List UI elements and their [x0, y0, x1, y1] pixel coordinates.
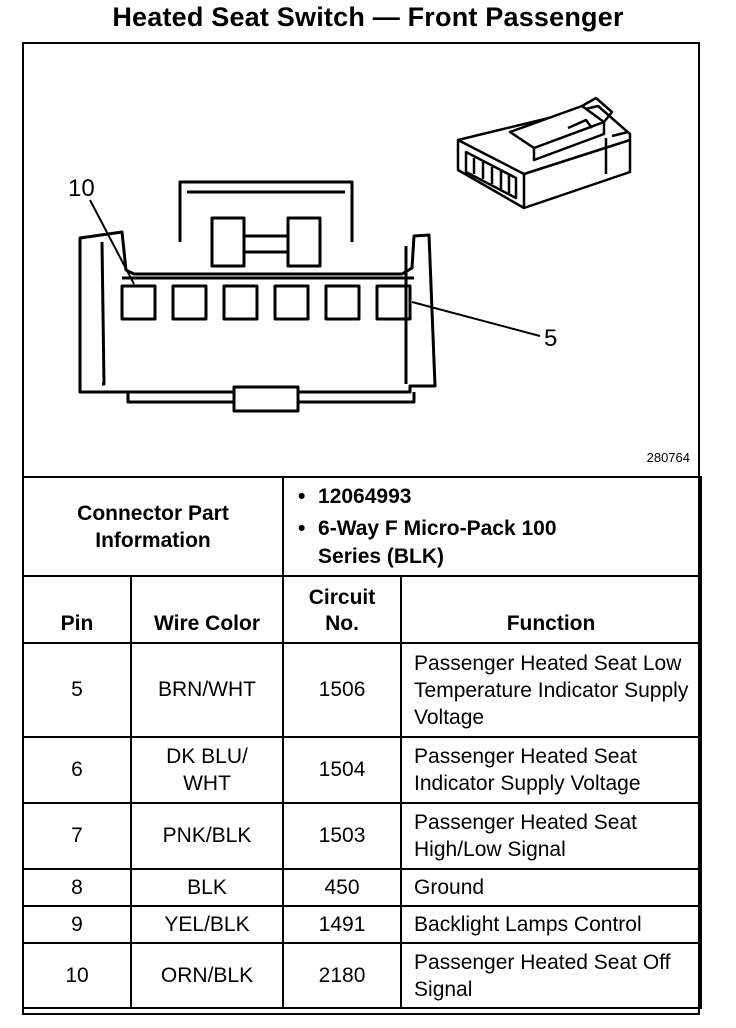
page-title: Heated Seat Switch — Front Passenger — [112, 2, 624, 32]
wire-color-cell: BRN/WHT — [129, 642, 285, 738]
wire-color-cell: BLK — [129, 868, 285, 907]
wire-color-cell: DK BLU/ WHT — [129, 736, 285, 804]
wire-color-cell: PNK/BLK — [129, 802, 285, 870]
pin-cell: 5 — [22, 642, 132, 738]
pin-cell: 9 — [22, 905, 132, 944]
function-cell: Passenger Heated Seat Indicator Supply V… — [400, 736, 703, 804]
connector-info-item: •6-Way F Micro-Pack 100 Series (BLK) — [298, 516, 557, 568]
table-row: 7 PNK/BLK 1503 Passenger Heated Seat Hig… — [22, 802, 703, 870]
pin-cell: 7 — [22, 802, 132, 870]
wire-color-cell: YEL/BLK — [129, 905, 285, 944]
connector-info-list: •12064993 •6-Way F Micro-Pack 100 Series… — [282, 476, 703, 577]
function-cell: Passenger Heated Seat Off Signal — [400, 942, 703, 1009]
circuit-cell: 1506 — [282, 642, 403, 738]
function-cell: Passenger Heated Seat Low Temperature In… — [400, 642, 703, 738]
header-pin: Pin — [22, 575, 132, 644]
function-cell: Backlight Lamps Control — [400, 905, 703, 944]
circuit-cell: 2180 — [282, 942, 403, 1009]
table-row: 6 DK BLU/ WHT 1504 Passenger Heated Seat… — [22, 736, 703, 804]
connector-info-row: Connector Part Information •12064993 •6-… — [21, 476, 703, 577]
table-row: 9 YEL/BLK 1491 Backlight Lamps Control — [22, 905, 703, 944]
header-wire-color: Wire Color — [129, 575, 285, 644]
pin-cell: 8 — [22, 868, 132, 907]
function-cell: Passenger Heated Seat High/Low Signal — [400, 802, 703, 870]
table-row: 8 BLK 450 Ground — [22, 868, 703, 907]
function-cell: Ground — [400, 868, 703, 907]
figure-reference-number: 280764 — [646, 450, 690, 465]
wire-color-cell: ORN/BLK — [129, 942, 285, 1009]
header-function: Function — [400, 575, 703, 644]
circuit-cell: 450 — [282, 868, 403, 907]
pin-cell: 6 — [22, 736, 132, 804]
table-row: 5 BRN/WHT 1506 Passenger Heated Seat Low… — [22, 642, 703, 738]
header-circuit: Circuit No. — [282, 575, 403, 644]
connector-info-label: Connector Part Information — [21, 476, 285, 577]
circuit-cell: 1504 — [282, 736, 403, 804]
circuit-cell: 1491 — [282, 905, 403, 944]
table-row: 10 ORN/BLK 2180 Passenger Heated Seat Of… — [22, 942, 703, 1009]
connector-info-item: •12064993 — [298, 484, 412, 508]
connector-drawing: 10 5 — [68, 96, 632, 413]
pin-cell: 10 — [22, 942, 132, 1009]
pin-10-label: 10 — [68, 175, 95, 202]
pin-5-label: 5 — [544, 325, 557, 352]
circuit-cell: 1503 — [282, 802, 403, 870]
table-header-row: Pin Wire Color Circuit No. Function — [22, 575, 703, 644]
pinout-table: Connector Part Information •12064993 •6-… — [21, 476, 703, 1009]
connector-diagram: 10 5 280764 — [22, 42, 700, 478]
